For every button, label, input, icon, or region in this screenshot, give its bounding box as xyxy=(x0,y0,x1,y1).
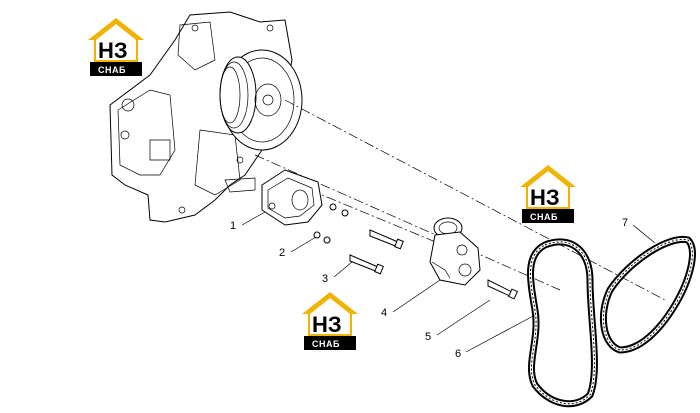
callout-6: 6 xyxy=(455,348,461,360)
logo-brand-bottom: СНАБ xyxy=(98,65,126,75)
accessory-belt-part-7 xyxy=(599,235,696,354)
idler-bracket-part-1 xyxy=(261,169,323,226)
watermark-logo-bottom: НЗ СНАБ xyxy=(302,292,358,350)
leader-lines xyxy=(241,211,656,353)
callout-5: 5 xyxy=(425,331,431,343)
logo-brand-bottom: СНАБ xyxy=(312,339,340,349)
logo-brand-top: НЗ xyxy=(312,312,342,337)
tensioner-bolt-part-5 xyxy=(487,279,519,300)
logo-brand-top: НЗ xyxy=(530,185,560,210)
bolts-part-3 xyxy=(349,229,404,275)
logo-brand-top: НЗ xyxy=(98,38,128,63)
callout-4: 4 xyxy=(381,307,387,319)
watermark-logo-top-left: НЗ СНАБ xyxy=(88,18,144,76)
washers-part-2 xyxy=(313,203,349,244)
logo-brand-bottom: СНАБ xyxy=(530,212,558,222)
drive-belt-part-6 xyxy=(527,238,598,408)
watermark-logo-right: НЗ СНАБ xyxy=(520,165,576,223)
callout-2: 2 xyxy=(279,247,285,259)
callout-3: 3 xyxy=(322,273,328,285)
callout-labels: 1 2 3 4 5 6 7 xyxy=(230,217,628,360)
crankshaft-pulley xyxy=(219,49,303,151)
belt-tensioner-part-4 xyxy=(429,217,481,286)
callout-1: 1 xyxy=(230,220,236,232)
callout-7: 7 xyxy=(622,217,628,229)
